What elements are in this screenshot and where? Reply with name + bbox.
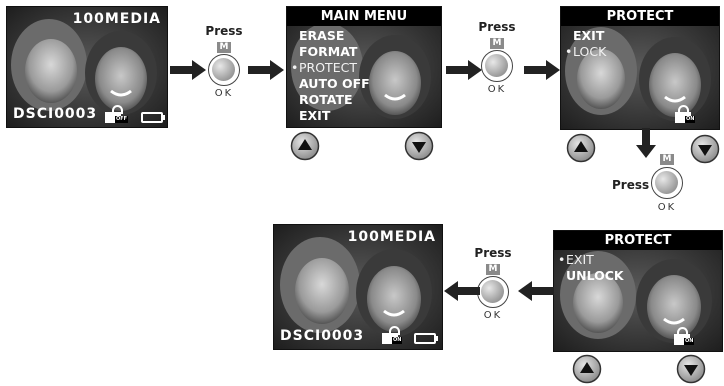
press-label: Press <box>467 246 519 260</box>
menu-item-lock[interactable]: •LOCK <box>565 44 606 60</box>
down-arrow-button-icon[interactable] <box>676 354 706 384</box>
menu-item-label: EXIT <box>299 108 330 123</box>
menu-item-rotate[interactable]: ROTATE <box>291 92 370 108</box>
m-button-label: M <box>486 264 500 275</box>
menu-item-exit[interactable]: EXIT <box>291 108 370 124</box>
menu-title: PROTECT <box>554 231 722 250</box>
menu-item-exit[interactable]: EXIT <box>565 28 606 44</box>
lock-icon: ON <box>382 326 402 344</box>
menu-item-label: PROTECT <box>299 60 357 75</box>
menu-title: PROTECT <box>561 7 719 26</box>
m-button-label: M <box>217 42 231 53</box>
menu-item-label: UNLOCK <box>566 268 624 283</box>
lock-icon: OFF <box>105 105 125 123</box>
arrow-icon <box>444 281 480 301</box>
up-arrow-button-icon[interactable] <box>572 354 602 384</box>
menu-list: •EXIT UNLOCK <box>558 252 624 284</box>
lock-icon: ON <box>675 105 695 123</box>
down-arrow-button-icon[interactable] <box>690 134 720 164</box>
ok-label: OK <box>471 84 523 95</box>
battery-icon <box>414 333 436 344</box>
lock-status-tag: OFF <box>115 116 128 123</box>
press-label: Press <box>471 20 523 34</box>
press-menu-ok-instruction: Press M OK <box>612 154 692 220</box>
file-number: DSCI0003 <box>13 106 97 122</box>
lock-status-tag: ON <box>684 338 694 345</box>
press-label: Press <box>612 178 649 192</box>
menu-item-protect[interactable]: •PROTECT <box>291 60 370 76</box>
menu-title: MAIN MENU <box>287 7 441 26</box>
menu-item-auto-off[interactable]: AUTO OFF <box>291 76 370 92</box>
folder-name: 100MEDIA <box>348 229 436 245</box>
menu-item-erase[interactable]: ERASE <box>291 28 370 44</box>
menu-item-label: LOCK <box>573 44 606 59</box>
file-number: DSCI0003 <box>280 328 364 344</box>
menu-item-label: EXIT <box>573 28 604 43</box>
up-arrow-button-icon[interactable] <box>290 131 320 161</box>
m-button-label: M <box>660 154 674 165</box>
protect-lock-screen: PROTECT EXIT •LOCK ON <box>560 6 720 130</box>
menu-list: ERASE FORMAT •PROTECT AUTO OFF ROTATE EX… <box>291 28 370 124</box>
m-button-label: M <box>490 38 504 49</box>
menu-item-label: FORMAT <box>299 44 357 59</box>
menu-item-label: AUTO OFF <box>299 76 370 91</box>
menu-list: EXIT •LOCK <box>565 28 606 60</box>
menu-item-unlock[interactable]: UNLOCK <box>558 268 624 284</box>
selection-bullet: • <box>291 60 299 76</box>
main-menu-screen: MAIN MENU ERASE FORMAT •PROTECT AUTO OFF… <box>286 6 442 128</box>
menu-item-format[interactable]: FORMAT <box>291 44 370 60</box>
protect-unlock-screen: PROTECT •EXIT UNLOCK ON <box>553 230 723 352</box>
menu-item-label: ROTATE <box>299 92 353 107</box>
menu-ok-button[interactable] <box>477 276 509 308</box>
menu-ok-button[interactable] <box>208 54 240 86</box>
arrow-icon <box>524 60 560 80</box>
selection-bullet: • <box>558 252 566 268</box>
press-label: Press <box>198 24 250 38</box>
press-menu-ok-instruction: Press M OK <box>198 24 250 98</box>
playback-screen-locked: 100MEDIA DSCI0003 ON <box>273 224 443 350</box>
playback-screen-unlocked: 100MEDIA DSCI0003 OFF <box>6 6 168 128</box>
ok-label: OK <box>642 202 692 213</box>
menu-item-label: ERASE <box>299 28 344 43</box>
arrow-icon <box>518 281 554 301</box>
press-menu-ok-instruction: Press M OK <box>471 20 523 94</box>
menu-ok-button[interactable] <box>481 50 513 82</box>
menu-item-exit[interactable]: •EXIT <box>558 252 624 268</box>
lock-status-tag: ON <box>392 337 402 344</box>
lock-status-tag: ON <box>685 116 695 123</box>
selection-bullet: • <box>565 44 573 60</box>
down-arrow-button-icon[interactable] <box>404 131 434 161</box>
battery-icon <box>141 112 163 123</box>
up-arrow-button-icon[interactable] <box>566 133 596 163</box>
ok-label: OK <box>198 88 250 99</box>
lock-icon: ON <box>674 327 694 345</box>
ok-label: OK <box>467 310 519 321</box>
menu-ok-button[interactable] <box>651 167 683 199</box>
folder-name: 100MEDIA <box>73 11 161 27</box>
arrow-icon <box>248 60 284 80</box>
menu-item-label: EXIT <box>566 252 594 267</box>
